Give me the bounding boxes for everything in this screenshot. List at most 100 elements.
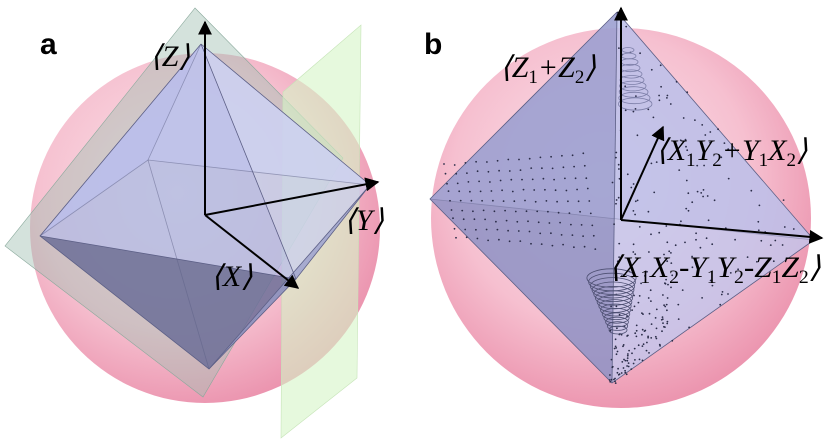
state-sample-dot	[464, 228, 467, 231]
state-ring	[618, 91, 651, 105]
state-sample-dot	[653, 191, 656, 194]
state-sample-dot	[717, 128, 719, 131]
state-sample-dot	[533, 189, 536, 191]
state-sample-dot	[781, 244, 784, 246]
state-sample-dot	[688, 326, 690, 329]
state-sample-dot	[772, 260, 775, 263]
state-sample-dot	[658, 99, 661, 102]
x-axis-a	[204, 214, 300, 289]
state-sample-dot	[647, 297, 650, 299]
state-sample-dot	[582, 152, 585, 155]
state-sample-dot	[614, 345, 617, 348]
state-sample-dot	[666, 97, 668, 99]
state-sample-dot	[671, 274, 674, 277]
panel-label-a: a	[40, 28, 57, 61]
state-sample-dot	[691, 255, 693, 258]
state-sample-dot	[616, 350, 619, 353]
state-ring	[586, 268, 637, 288]
state-sample-dot	[664, 305, 667, 308]
state-sample-dot	[592, 234, 595, 237]
state-sample-dot	[659, 64, 662, 67]
state-sample-dot	[444, 172, 447, 175]
state-sample-dot	[583, 164, 586, 167]
state-sample-dot	[573, 246, 575, 249]
state-sample-dot	[652, 116, 655, 119]
state-ring	[593, 285, 634, 302]
state-sample-dot	[645, 349, 648, 352]
state-sample-dot	[462, 218, 465, 221]
state-sample-dot	[633, 347, 636, 350]
state-sample-dot	[553, 178, 555, 181]
state-sample-dot	[615, 347, 618, 349]
state-sample-dot	[611, 181, 614, 184]
state-sample-dot	[723, 142, 726, 145]
state-sample-dot	[565, 189, 568, 192]
state-sample-dot	[618, 242, 621, 245]
state-sample-dot	[571, 154, 574, 157]
state-sample-dot	[610, 358, 613, 361]
state-sample-dot	[644, 329, 647, 332]
state-sample-dot	[616, 327, 618, 330]
state-sample-dot	[505, 219, 508, 222]
state-sample-dot	[719, 303, 722, 306]
state-sample-dot	[614, 338, 617, 341]
state-sample-dot	[721, 291, 724, 293]
state-sample-dot	[484, 218, 486, 221]
state-sample-dot	[695, 238, 697, 241]
state-ring	[605, 316, 629, 328]
state-sample-dot	[758, 204, 761, 207]
state-sample-dot	[648, 251, 650, 253]
state-sample-dot	[634, 332, 637, 335]
tetrahedron-left-face	[430, 12, 617, 383]
state-sample-dot	[665, 278, 667, 281]
state-sample-dot	[615, 151, 618, 154]
state-sample-dot	[618, 256, 620, 258]
state-sample-dot	[524, 199, 526, 202]
state-sample-dot	[479, 190, 482, 193]
state-sample-dot	[616, 11, 619, 14]
state-sample-dot	[567, 200, 569, 203]
state-sample-dot	[638, 226, 641, 228]
state-sample-dot	[707, 219, 710, 222]
state-sample-dot	[641, 328, 644, 331]
state-sample-dot	[507, 229, 509, 232]
x-axis-label-b: ⟨X1X2-Y1Y2-Z1Z2⟩	[609, 251, 821, 288]
state-sample-dot	[591, 224, 594, 227]
state-sample-dot	[662, 322, 664, 324]
state-sample-dot	[774, 239, 777, 242]
state-sample-dot	[498, 238, 500, 241]
state-sample-dot	[650, 300, 652, 302]
state-sample-dot	[585, 177, 588, 180]
octahedron-right-upper	[201, 44, 370, 279]
state-sample-dot	[699, 246, 702, 249]
state-sample-dot	[481, 199, 483, 202]
state-sample-dot	[487, 170, 490, 173]
state-sample-dot	[475, 228, 477, 231]
state-sample-dot	[521, 178, 523, 181]
state-sample-dot	[580, 224, 583, 226]
state-sample-dot	[632, 251, 635, 253]
state-sample-dot	[485, 228, 488, 231]
state-sample-dot	[729, 272, 732, 274]
state-sample-dot	[647, 210, 650, 213]
state-sample-dot	[502, 200, 505, 203]
state-sample-dot	[453, 164, 456, 166]
state-sample-dot	[654, 317, 657, 319]
state-sample-dot	[666, 322, 669, 325]
state-sample-dot	[496, 159, 499, 162]
state-sample-dot	[608, 379, 611, 381]
state-sample-dot	[628, 349, 630, 352]
state-sample-dot	[679, 139, 682, 142]
state-sample-dot	[626, 335, 628, 337]
state-ring	[596, 294, 633, 310]
state-sample-dot	[663, 325, 665, 328]
state-sample-dot	[678, 169, 681, 172]
state-sample-dot	[662, 294, 664, 296]
state-sample-dot	[666, 94, 669, 97]
state-sample-dot	[709, 141, 711, 144]
state-sample-dot	[469, 190, 471, 193]
state-sample-dot	[660, 85, 662, 88]
state-sample-dot	[720, 156, 723, 159]
state-sample-dot	[528, 230, 531, 233]
state-sample-dot	[782, 199, 785, 202]
